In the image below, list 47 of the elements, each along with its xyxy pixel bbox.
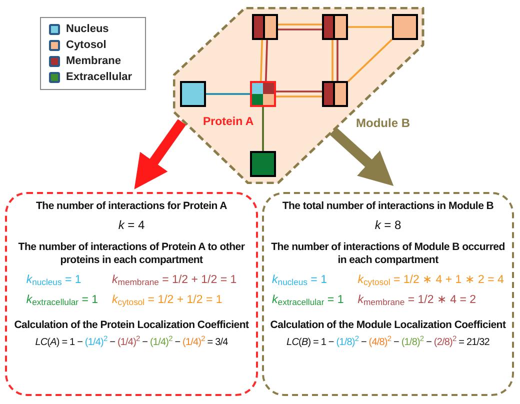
legend-label: Membrane [66, 54, 122, 69]
section-heading: The number of interactions for Protein A [36, 200, 227, 213]
interaction-line [260, 40, 264, 81]
formula: k = 4 [118, 217, 145, 234]
formula: k$_{extracellular}$ = 1 [26, 293, 98, 310]
protein-square [250, 151, 276, 177]
protein-square [392, 14, 418, 40]
interaction-line [262, 107, 264, 151]
formula: k$_{membrane}$ = 1/2 ∗ 4 = 2 [358, 293, 478, 310]
protein-label: Protein A [203, 115, 254, 130]
summary-panel [5, 192, 258, 396]
formula: LC(B) = 1 − (1/8)$^{2}$ − (4/8)$^{2}$ − (1/8)$^{2}$ − (2/8)$^{2}$ = 21/32 [286, 334, 490, 350]
section-heading: Calculation of the Module Localization Coefficient [270, 318, 506, 332]
protein-square [322, 14, 348, 40]
summary-panel [262, 192, 514, 396]
legend-label: Nucleus [66, 22, 109, 37]
formula: k$_{cytosol}$ = 1/2 ∗ 4 + 1 ∗ 2 = 4 [358, 273, 504, 290]
interaction-line [206, 93, 250, 95]
protein-square [250, 81, 276, 107]
formula: k$_{extracellular}$ = 1 [272, 293, 344, 310]
interaction-line [278, 24, 322, 26]
section-heading: The number of interactions of Module B occurred in each compartment [270, 241, 506, 267]
interaction-line [347, 38, 393, 82]
formula: LC(A) = 1 − (1/4)$^{2}$ − (1/4)$^{2}$ − (1/4)$^{2}$ − (1/4)$^{2}$ = 3/4 [35, 334, 228, 350]
protein-square [252, 14, 278, 40]
section-heading: Calculation of the Protein Localization Coefficient [14, 318, 249, 332]
legend-label: Cytosol [66, 38, 106, 53]
legend-label: Extracellular [66, 70, 132, 85]
interaction-line [336, 40, 338, 81]
interaction-line [276, 90, 322, 92]
formula: k$_{cytosol}$ = 1/2 + 1/2 = 1 [112, 293, 224, 310]
interaction-line [348, 26, 392, 28]
arrow [134, 119, 186, 190]
formula: k$_{nucleus}$ = 1 [26, 273, 82, 290]
section-heading: The total number of interactions in Module B [282, 200, 494, 213]
protein-square [322, 81, 348, 107]
formula: k$_{membrane}$ = 1/2 + 1/2 = 1 [112, 273, 237, 290]
interaction-line [264, 40, 268, 82]
interaction-line [278, 28, 322, 30]
protein-square [180, 81, 206, 107]
interaction-line [276, 96, 322, 98]
interaction-line [332, 40, 334, 81]
formula: k = 8 [374, 217, 402, 234]
module-label: Module B [356, 115, 410, 132]
arrow [330, 127, 394, 186]
formula: k$_{nucleus}$ = 1 [272, 273, 328, 290]
section-heading: The number of interactions of Protein A to other proteins in each compartment [17, 241, 246, 267]
